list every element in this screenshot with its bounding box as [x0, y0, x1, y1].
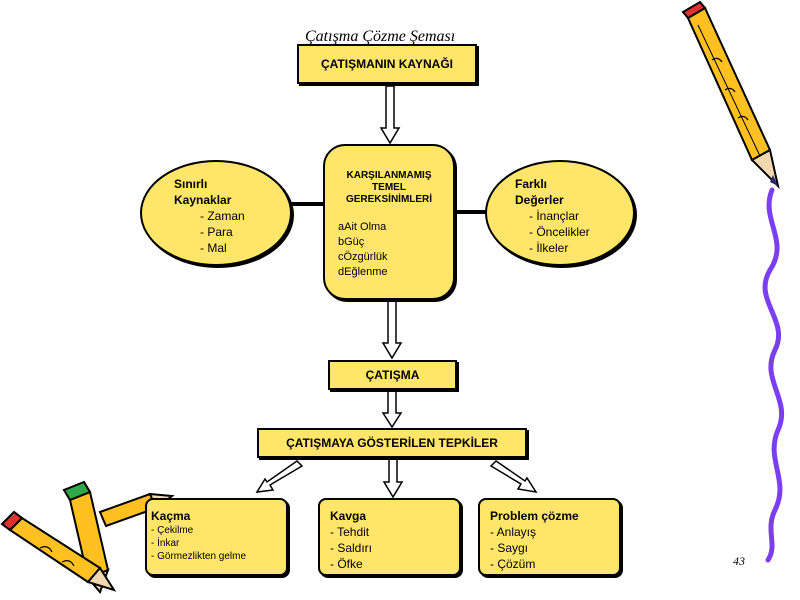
need-item-d: dEğlenme: [338, 266, 388, 278]
limited-resources-ellipse: Sınırlı Kaynaklar - Zaman - Para - Mal: [140, 160, 292, 266]
limited-resources-heading-1: Sınırlı: [174, 177, 208, 191]
fight-item: - Saldırı: [330, 541, 373, 555]
fight-box: Kavga - Tehdit - Saldırı - Öfke: [318, 498, 461, 576]
fight-item: - Tehdit: [330, 525, 370, 539]
limited-resources-item: - Para: [200, 225, 233, 239]
different-values-item: - İlkeler: [529, 241, 569, 255]
limited-resources-item: - Mal: [200, 241, 227, 255]
source-box: ÇATIŞMANIN KAYNAĞI: [297, 44, 477, 84]
escape-item: - Çekilme: [151, 525, 194, 536]
arrow-source-to-needs: [379, 85, 401, 145]
problem-solving-heading: Problem çözme: [490, 509, 579, 523]
unmet-needs-box: KARŞILANMAMIŞ TEMEL GEREKSİNİMLERİ aAit …: [323, 144, 455, 300]
responses-label: ÇATIŞMAYA GÖSTERİLEN TEPKİLER: [286, 436, 498, 450]
unmet-needs-heading-2: TEMEL: [372, 182, 406, 193]
different-values-item: - Öncelikler: [529, 225, 590, 239]
escape-item: - Görmezlikten gelme: [151, 551, 247, 562]
unmet-needs-heading-3: GEREKSİNİMLERİ: [345, 194, 433, 205]
need-item-b: bGüç: [338, 236, 365, 248]
escape-item: - İnkar: [151, 538, 180, 549]
conflict-box: ÇATIŞMA: [328, 360, 457, 390]
problem-solving-box: Problem çözme - Anlayış - Saygı - Çözüm: [478, 498, 621, 576]
arrow-needs-to-conflict: [381, 299, 403, 360]
problem-solving-item: - Anlayış: [490, 525, 537, 539]
arrow-responses-to-fight: [382, 457, 404, 499]
escape-box: Kaçma - Çekilme - İnkar - Görmezlikten g…: [145, 498, 288, 576]
different-values-heading-2: Değerler: [515, 193, 564, 207]
responses-box: ÇATIŞMAYA GÖSTERİLEN TEPKİLER: [257, 428, 527, 458]
problem-solving-item: - Saygı: [490, 541, 529, 555]
arrow-responses-to-problem: [489, 460, 538, 494]
different-values-item: - İnançlar: [529, 209, 580, 223]
arrow-conflict-to-responses: [381, 389, 403, 429]
limited-resources-heading-2: Kaynaklar: [174, 193, 232, 207]
different-values-heading-1: Farklı: [515, 177, 548, 191]
escape-heading: Kaçma: [151, 509, 191, 523]
unmet-needs-heading-1: KARŞILANMAMIŞ: [346, 170, 432, 181]
pencil-icon-top-right: [681, 0, 780, 190]
arrow-responses-to-escape: [255, 460, 304, 493]
problem-solving-item: - Çözüm: [490, 557, 536, 571]
pencil-icon-bottom-left-3: [0, 510, 117, 592]
fight-item: - Öfke: [330, 557, 363, 571]
fight-heading: Kavga: [330, 509, 367, 523]
diagram-title: Çatışma Çözme Şeması: [305, 28, 456, 45]
need-item-c: cÖzgürlük: [338, 251, 388, 263]
conflict-label: ÇATIŞMA: [365, 368, 420, 382]
limited-resources-item: - Zaman: [200, 209, 245, 223]
different-values-ellipse: Farklı Değerler - İnançlar - Öncelikler …: [485, 160, 635, 266]
source-label: ÇATIŞMANIN KAYNAĞI: [320, 57, 453, 71]
slide-number: 43: [733, 554, 745, 568]
need-item-a: aAit Olma: [338, 221, 387, 233]
ribbon-decoration: [762, 187, 785, 563]
